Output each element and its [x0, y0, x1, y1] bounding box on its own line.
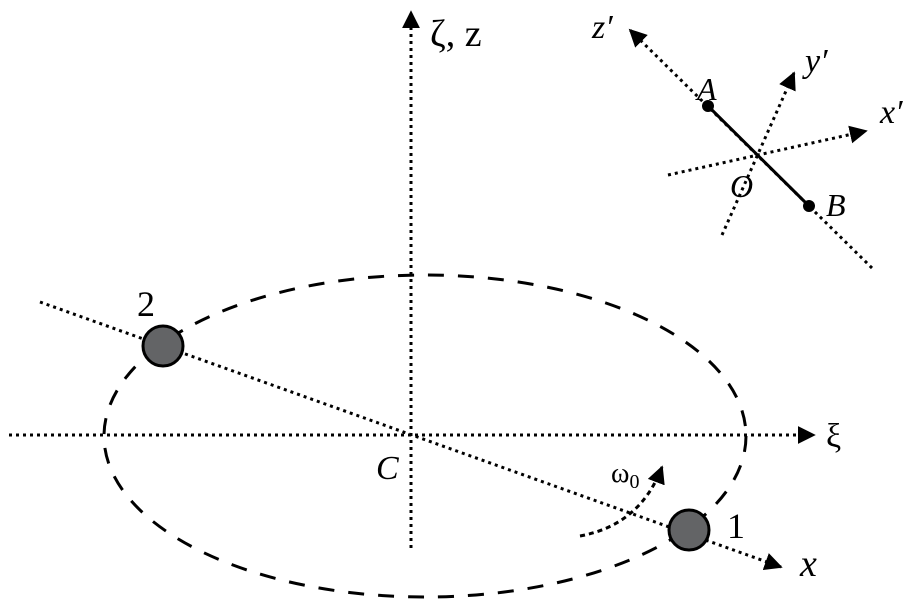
inset-y-label: y′ [802, 43, 828, 80]
center-label: C [376, 450, 399, 487]
x-axis-rotating [39, 300, 783, 571]
body-1-label: 1 [727, 506, 745, 546]
inset-diagram: z′ y′ x′ O A B [591, 9, 903, 270]
inset-segment-ab [706, 104, 811, 208]
inset-y-axis [720, 71, 796, 236]
inset-point-a [702, 100, 714, 112]
inset-origin-label: O [730, 168, 753, 204]
body-2 [141, 324, 185, 368]
body-1 [667, 508, 711, 552]
angular-velocity-arc [579, 465, 665, 538]
inset-b-label: B [826, 187, 846, 223]
inset-point-b [803, 200, 815, 212]
inset-z-label: z′ [591, 9, 613, 46]
angular-velocity-label: ω0 [611, 458, 639, 493]
inset-a-label: A [695, 71, 717, 107]
inset-x-axis [667, 125, 868, 177]
body-2-label: 2 [137, 284, 155, 324]
horizontal-axis-label: ξ [826, 418, 841, 455]
vertical-axis-label: ζ, z [430, 13, 482, 55]
inset-x-label: x′ [879, 94, 903, 131]
rotated-axis-label: x [799, 543, 817, 585]
